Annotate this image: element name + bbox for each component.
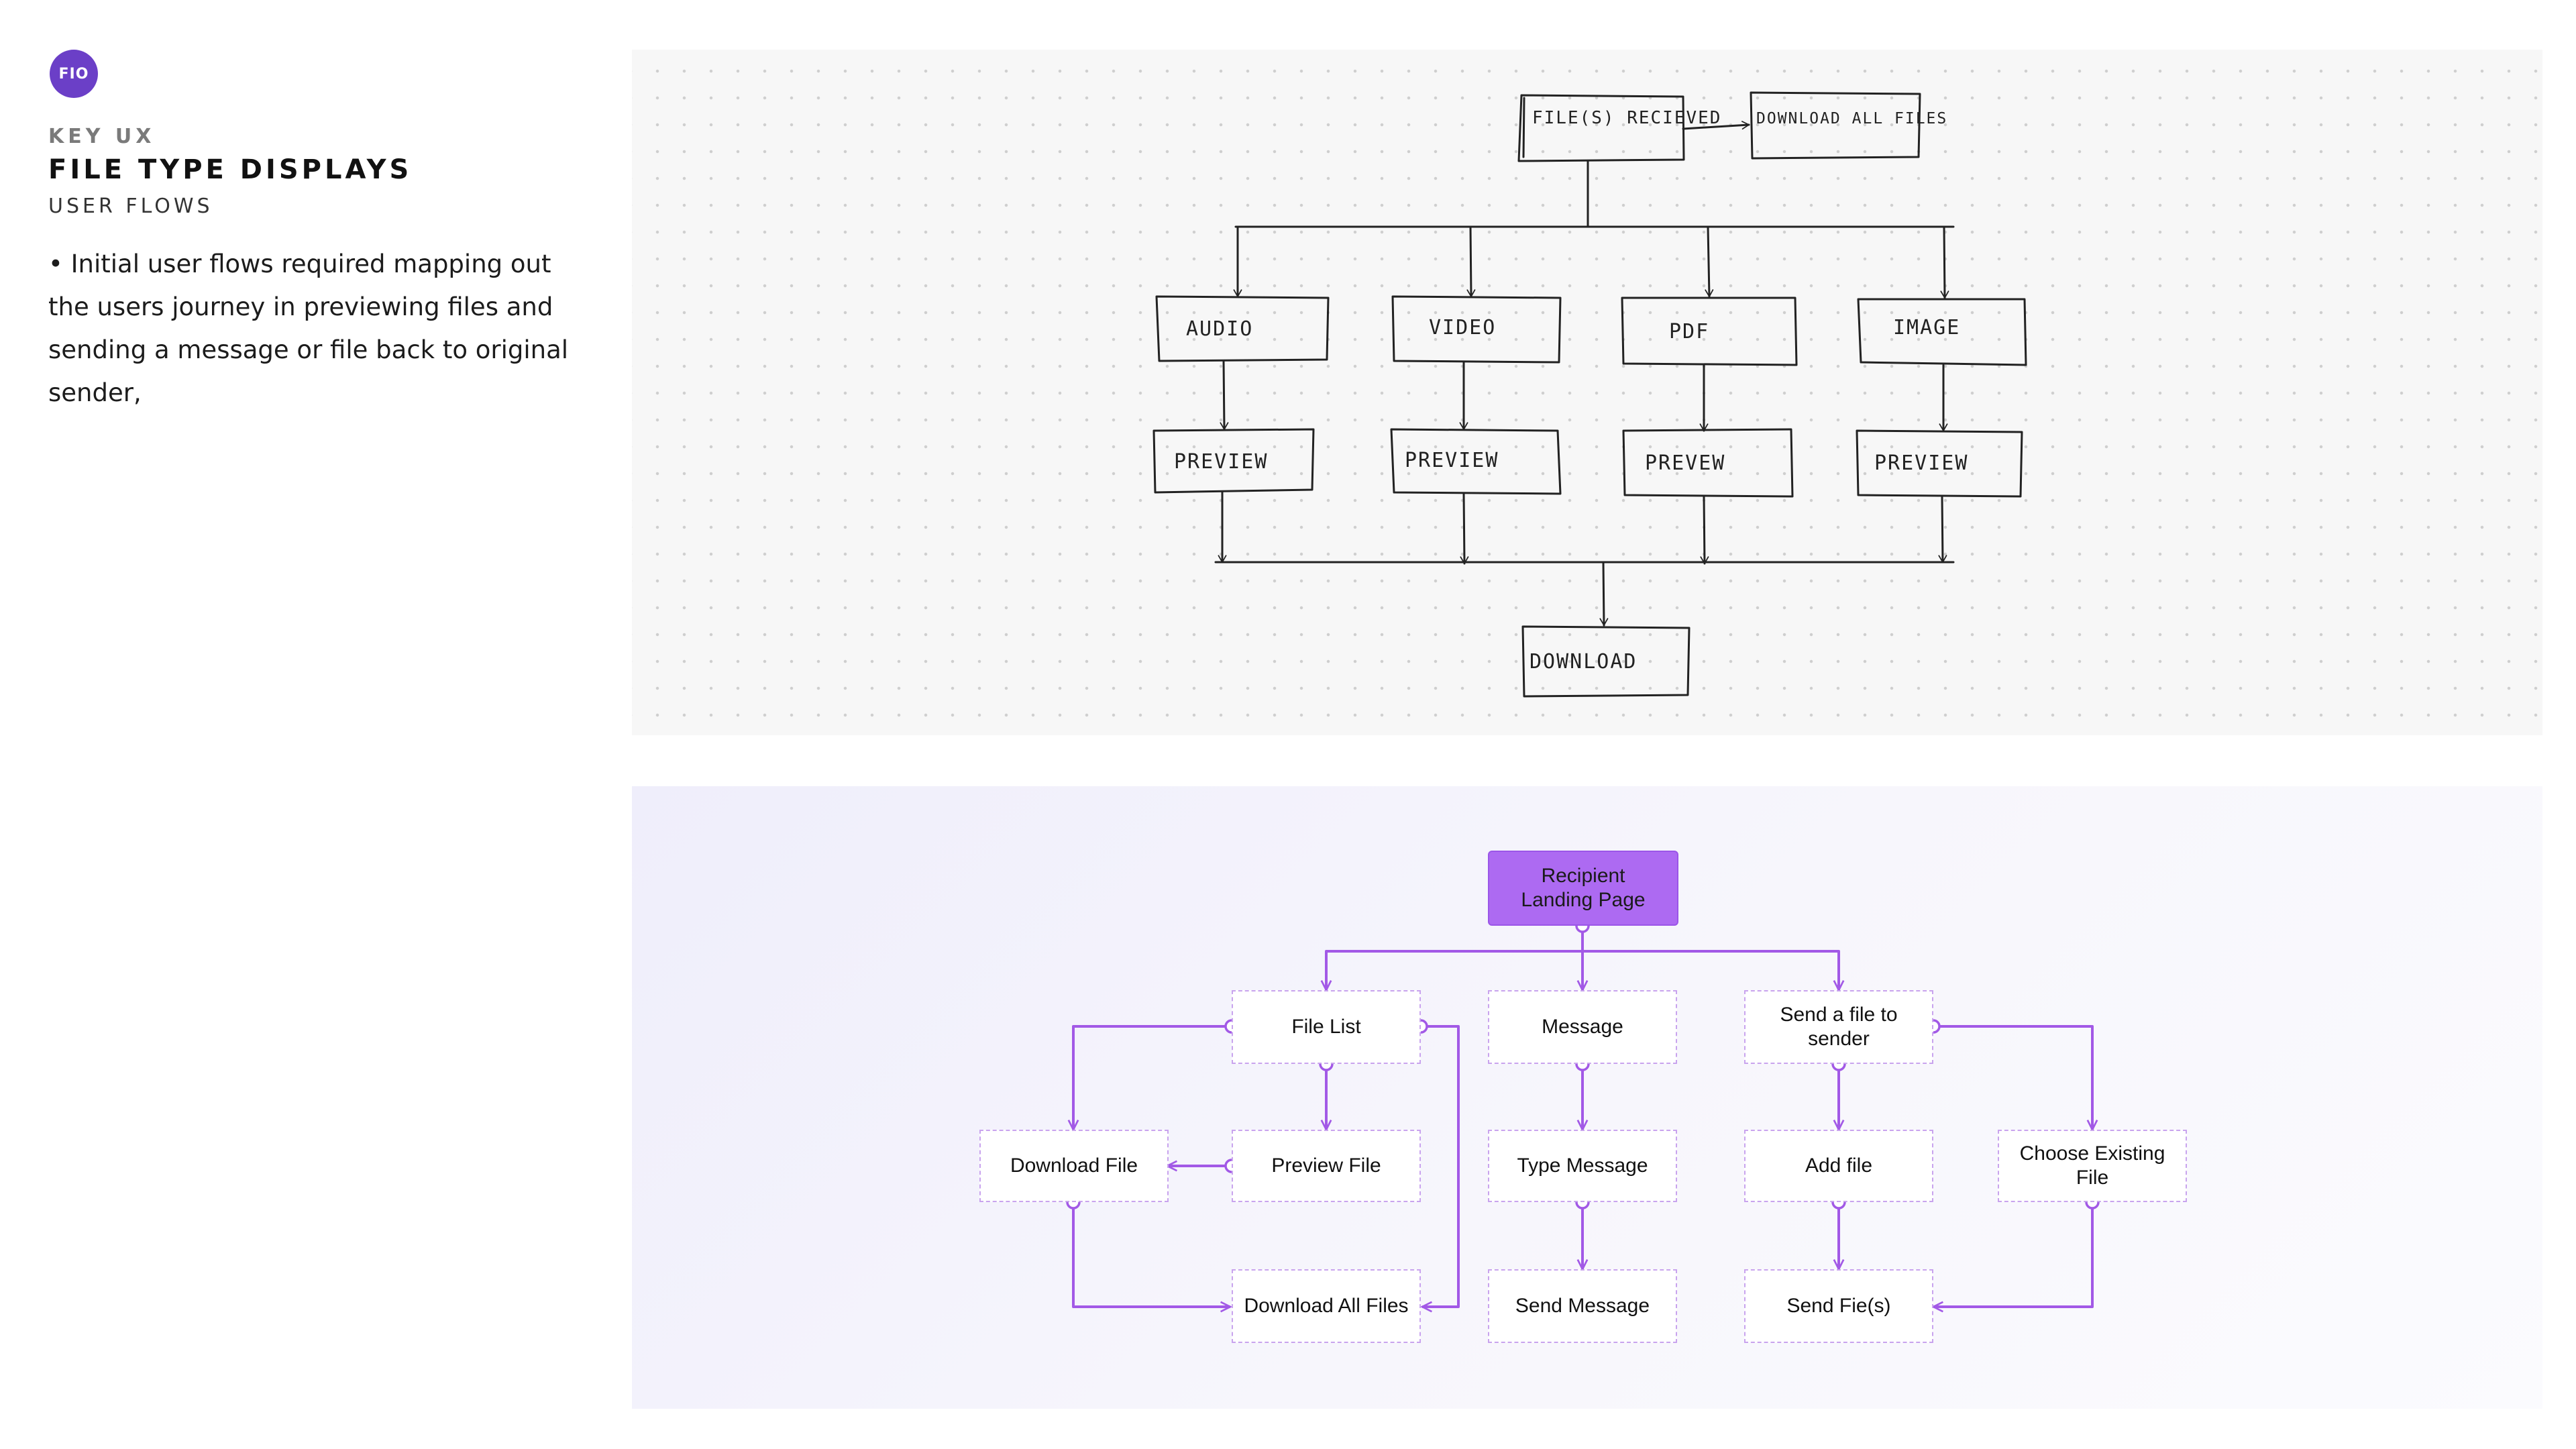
node-send-message[interactable]: Send Message — [1488, 1269, 1677, 1343]
sketch-box-preview-audio: PREVIEW — [1152, 428, 1315, 494]
sketch-type-label: AUDIO — [1186, 317, 1253, 341]
sketch-files-received-label: FILE(S) RECIEVED — [1532, 108, 1721, 128]
sketch-type-label: PDF — [1669, 320, 1709, 343]
sketch-box-pdf: PDF — [1621, 297, 1798, 366]
edge-root-send-file — [1582, 950, 1839, 990]
sketch-box-preview-image: PREVIEW — [1856, 429, 2023, 498]
sketch-download-label: DOWNLOAD — [1529, 650, 1638, 674]
node-send-file-to-sender[interactable]: Send a file to sender — [1744, 990, 1933, 1064]
node-type-message[interactable]: Type Message — [1488, 1130, 1677, 1202]
node-file-list[interactable]: File List — [1232, 990, 1421, 1064]
sketch-download-all-label: DOWNLOAD ALL FILES — [1756, 110, 1947, 127]
fio-logo: FIO — [50, 50, 98, 98]
svg-text:PREVEW: PREVEW — [1645, 451, 1725, 475]
node-download-file[interactable]: Download File — [979, 1130, 1169, 1202]
sketch-flow-diagram: FILE(S) RECIEVED DOWNLOAD ALL FILES AUDI… — [1152, 91, 2027, 698]
node-download-all-files[interactable]: Download All Files — [1232, 1269, 1421, 1343]
node-choose-existing-file[interactable]: Choose Existing File — [1998, 1130, 2187, 1202]
node-recipient-landing-page[interactable]: Recipient Landing Page — [1488, 851, 1678, 926]
sketch-type-label: VIDEO — [1429, 316, 1496, 339]
description-text: • Initial user flows required mapping ou… — [48, 250, 569, 407]
svg-text:PREVIEW: PREVIEW — [1174, 450, 1268, 474]
edge-choose-send — [1933, 1202, 2094, 1307]
node-add-file[interactable]: Add file — [1744, 1130, 1933, 1202]
sketch-flow-panel: FILE(S) RECIEVED DOWNLOAD ALL FILES AUDI… — [632, 50, 2542, 735]
svg-text:DOWNLOAD: DOWNLOAD — [1529, 650, 1638, 674]
sketch-box-preview-video: PREVIEW — [1390, 428, 1562, 495]
svg-text:PREVIEW: PREVIEW — [1405, 449, 1499, 472]
sketch-preview-label: PREVIEW — [1174, 450, 1268, 474]
digital-flow-panel: Recipient Landing Page File List Message… — [632, 786, 2542, 1409]
node-send-files[interactable]: Send Fie(s) — [1744, 1269, 1933, 1343]
node-preview-file[interactable]: Preview File — [1232, 1130, 1421, 1202]
svg-text:PDF: PDF — [1669, 320, 1709, 343]
sketch-box-files-received: FILE(S) RECIEVED — [1517, 94, 1721, 162]
edge-filelist-download — [1073, 1025, 1232, 1130]
page-subtitle: USER FLOWS — [48, 195, 213, 218]
edge-filelist-download-all — [1421, 1025, 1460, 1307]
sketch-type-label: IMAGE — [1893, 316, 1960, 339]
sketch-preview-label: PREVIEW — [1405, 449, 1499, 472]
page-title: FILE TYPE DISPLAYS — [48, 154, 413, 185]
svg-text:VIDEO: VIDEO — [1429, 316, 1496, 339]
sketch-box-download: DOWNLOAD — [1521, 625, 1690, 698]
edge-sendfile-choose — [1933, 1025, 2092, 1130]
sketch-preview-label: PREVEW — [1645, 451, 1725, 475]
sketch-box-audio: AUDIO — [1155, 295, 1330, 362]
edge-root-file-list — [1326, 926, 1584, 990]
svg-text:IMAGE: IMAGE — [1893, 316, 1960, 339]
sketch-box-download-all: DOWNLOAD ALL FILES — [1750, 91, 1947, 160]
node-message[interactable]: Message — [1488, 990, 1677, 1064]
edge-download-download-all — [1072, 1202, 1230, 1307]
sketch-box-video: VIDEO — [1391, 295, 1562, 364]
sketch-box-image: IMAGE — [1857, 298, 2027, 366]
svg-text:AUDIO: AUDIO — [1186, 317, 1253, 341]
sketch-box-preview-pdf: PREVEW — [1622, 428, 1794, 498]
section-kicker: KEY UX — [48, 125, 156, 148]
sketch-preview-label: PREVIEW — [1874, 451, 1968, 475]
svg-text:PREVIEW: PREVIEW — [1874, 451, 1968, 475]
